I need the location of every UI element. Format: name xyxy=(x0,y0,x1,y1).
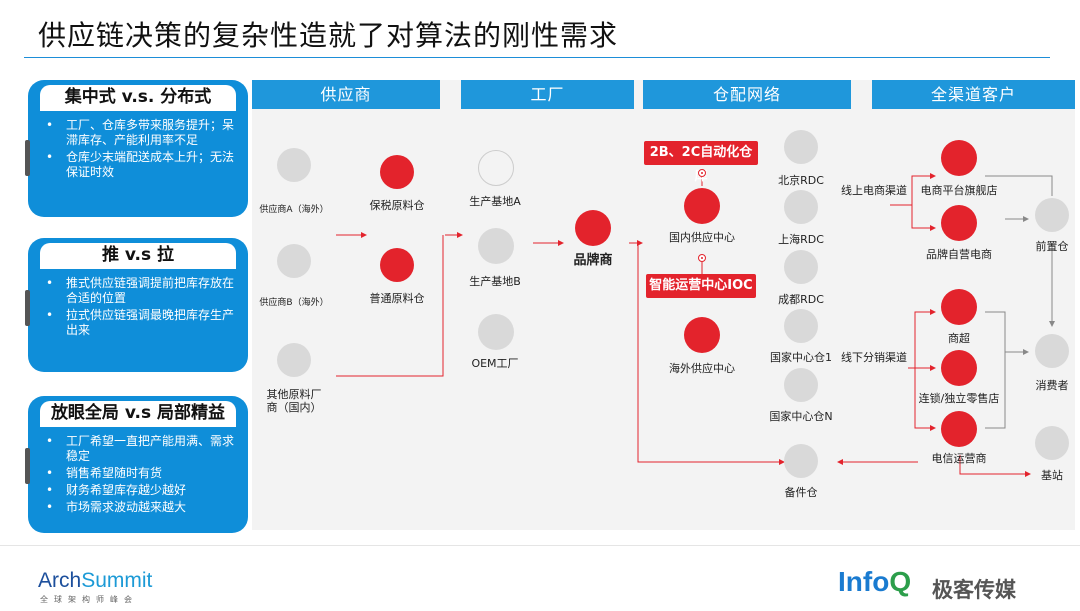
brand-label: 品牌商 xyxy=(573,253,613,268)
overseas-center-label: 海外供应中心 xyxy=(669,362,735,375)
panel-rule xyxy=(40,426,236,427)
panel-bullet: 拉式供应链强调最晚把库存生产出来 xyxy=(46,308,234,338)
footer-rule xyxy=(0,545,1080,546)
grey-flow-lines xyxy=(985,175,1055,429)
front-warehouse-label: 前置仓 xyxy=(1035,240,1069,253)
red-flow-lines xyxy=(336,173,1031,477)
factory-a-icon xyxy=(478,150,514,186)
rdc-shanghai-label: 上海RDC xyxy=(778,233,824,246)
overseas-center-icon xyxy=(684,317,720,353)
panel-bullet: 仓库少末端配送成本上升；无法保证时效 xyxy=(46,150,234,180)
factory-a-label: 生产基地A xyxy=(469,195,521,208)
band-factory: 工厂 xyxy=(461,80,634,109)
supplier-b-icon xyxy=(277,244,311,278)
base-station-icon xyxy=(1035,426,1069,460)
panel-bullet: 工厂、仓库多带来服务提升；呆滞库存、产能利用率不足 xyxy=(46,118,234,148)
factory-b-label: 生产基地B xyxy=(469,275,521,288)
infoq-logo: InfoQ xyxy=(838,566,911,598)
telecom-label: 电信运营商 xyxy=(931,452,987,465)
panel-bullets: 工厂、仓库多带来服务提升；呆滞库存、产能利用率不足 仓库少末端配送成本上升；无法… xyxy=(46,118,234,182)
supplier-b-label: 供应商B（海外） xyxy=(259,298,329,308)
telecom-icon xyxy=(941,411,977,447)
archsummit-logo: ArchSummit xyxy=(38,569,152,593)
dcn-icon xyxy=(784,368,818,402)
other-supplier-label: 其他原料厂商（国内） xyxy=(266,388,322,414)
ioc-box: 智能运营中心IOC xyxy=(646,274,756,298)
supplier-a-label: 供应商A（海外） xyxy=(259,205,329,215)
logo-summit: Summit xyxy=(81,569,153,592)
panel-tick xyxy=(25,140,30,176)
supermarket-label: 商超 xyxy=(948,332,970,345)
bonded-warehouse-label: 保税原料仓 xyxy=(369,199,425,212)
panel-heading: 推 v.s 拉 xyxy=(40,243,236,268)
panel-rule xyxy=(40,268,236,269)
rdc-chengdu-icon xyxy=(784,250,818,284)
title-rule xyxy=(24,57,1050,58)
panel-centralized: 集中式 v.s. 分布式 工厂、仓库多带来服务提升；呆滞库存、产能利用率不足 仓… xyxy=(25,80,248,217)
auto-warehouse-box: 2B、2C自动化仓库 xyxy=(644,141,758,184)
panel-bullets: 推式供应链强调提前把库存放在合适的位置 拉式供应链强调最晚把库存生产出来 xyxy=(46,276,234,340)
panel-bullet: 销售希望随时有货 xyxy=(46,466,234,481)
ioc-dot xyxy=(698,254,706,262)
band-customers: 全渠道客户 xyxy=(872,80,1075,109)
spare-warehouse-icon xyxy=(784,444,818,478)
brand-icon xyxy=(575,210,611,246)
dc1-icon xyxy=(784,309,818,343)
panel-rule xyxy=(40,110,236,111)
chain-store-icon xyxy=(941,350,977,386)
rdc-beijing-icon xyxy=(784,130,818,164)
domestic-center-label: 国内供应中心 xyxy=(669,231,735,244)
self-ecom-label: 品牌自营电商 xyxy=(926,248,992,261)
dcn-label: 国家中心仓N xyxy=(769,410,833,423)
auto-warehouse-dot xyxy=(698,169,706,177)
factory-b-icon xyxy=(478,228,514,264)
domestic-center-icon xyxy=(684,188,720,224)
panel-tick xyxy=(25,448,30,484)
flagship-store-icon xyxy=(941,140,977,176)
page-title: 供应链决策的复杂性造就了对算法的刚性需求 xyxy=(38,19,619,52)
panel-heading: 放眼全局 v.s 局部精益 xyxy=(40,401,236,426)
normal-warehouse-icon xyxy=(380,248,414,282)
online-channel-label: 线上电商渠道 xyxy=(841,184,907,197)
consumer-label: 消费者 xyxy=(1035,379,1069,392)
consumer-icon xyxy=(1035,334,1069,368)
logo-info: Info xyxy=(838,566,890,597)
chain-store-label: 连锁/独立零售店 xyxy=(918,392,1000,405)
rdc-beijing-label: 北京RDC xyxy=(778,174,824,187)
panel-heading: 集中式 v.s. 分布式 xyxy=(40,85,236,110)
band-network: 仓配网络 xyxy=(643,80,851,109)
front-warehouse-icon xyxy=(1035,198,1069,232)
logo-arch: Arch xyxy=(38,569,82,592)
dc1-label: 国家中心仓1 xyxy=(770,351,832,364)
panel-bullet: 推式供应链强调提前把库存放在合适的位置 xyxy=(46,276,234,306)
oem-factory-label: OEM工厂 xyxy=(471,357,519,370)
panel-tick xyxy=(25,290,30,326)
other-supplier-icon xyxy=(277,343,311,377)
supermarket-icon xyxy=(941,289,977,325)
panel-bullet: 财务希望库存越少越好 xyxy=(46,483,234,498)
oem-factory-icon xyxy=(478,314,514,350)
offline-channel-label: 线下分销渠道 xyxy=(841,351,907,364)
logo-q: Q xyxy=(889,566,912,597)
archsummit-subtitle: 全球架构师峰会 xyxy=(40,595,138,604)
panel-bullet: 工厂希望一直把产能用满、需求稳定 xyxy=(46,434,234,464)
rdc-chengdu-label: 成都RDC xyxy=(778,293,824,306)
bonded-warehouse-icon xyxy=(380,155,414,189)
band-suppliers: 供应商 xyxy=(252,80,440,109)
geekbang-logo: 极客传媒 xyxy=(932,578,1016,602)
supplier-a-icon xyxy=(277,148,311,182)
panel-bullet: 市场需求波动越来越大 xyxy=(46,500,234,515)
base-station-label: 基站 xyxy=(1041,469,1063,482)
normal-warehouse-label: 普通原料仓 xyxy=(369,292,425,305)
panel-bullets: 工厂希望一直把产能用满、需求稳定 销售希望随时有货 财务希望库存越少越好 市场需… xyxy=(46,434,234,517)
panel-global-local: 放眼全局 v.s 局部精益 工厂希望一直把产能用满、需求稳定 销售希望随时有货 … xyxy=(25,396,248,533)
self-ecom-icon xyxy=(941,205,977,241)
spare-warehouse-label: 备件仓 xyxy=(784,486,818,499)
flagship-store-label: 电商平台旗舰店 xyxy=(920,184,998,197)
panel-push-pull: 推 v.s 拉 推式供应链强调提前把库存放在合适的位置 拉式供应链强调最晚把库存… xyxy=(25,238,248,372)
rdc-shanghai-icon xyxy=(784,190,818,224)
